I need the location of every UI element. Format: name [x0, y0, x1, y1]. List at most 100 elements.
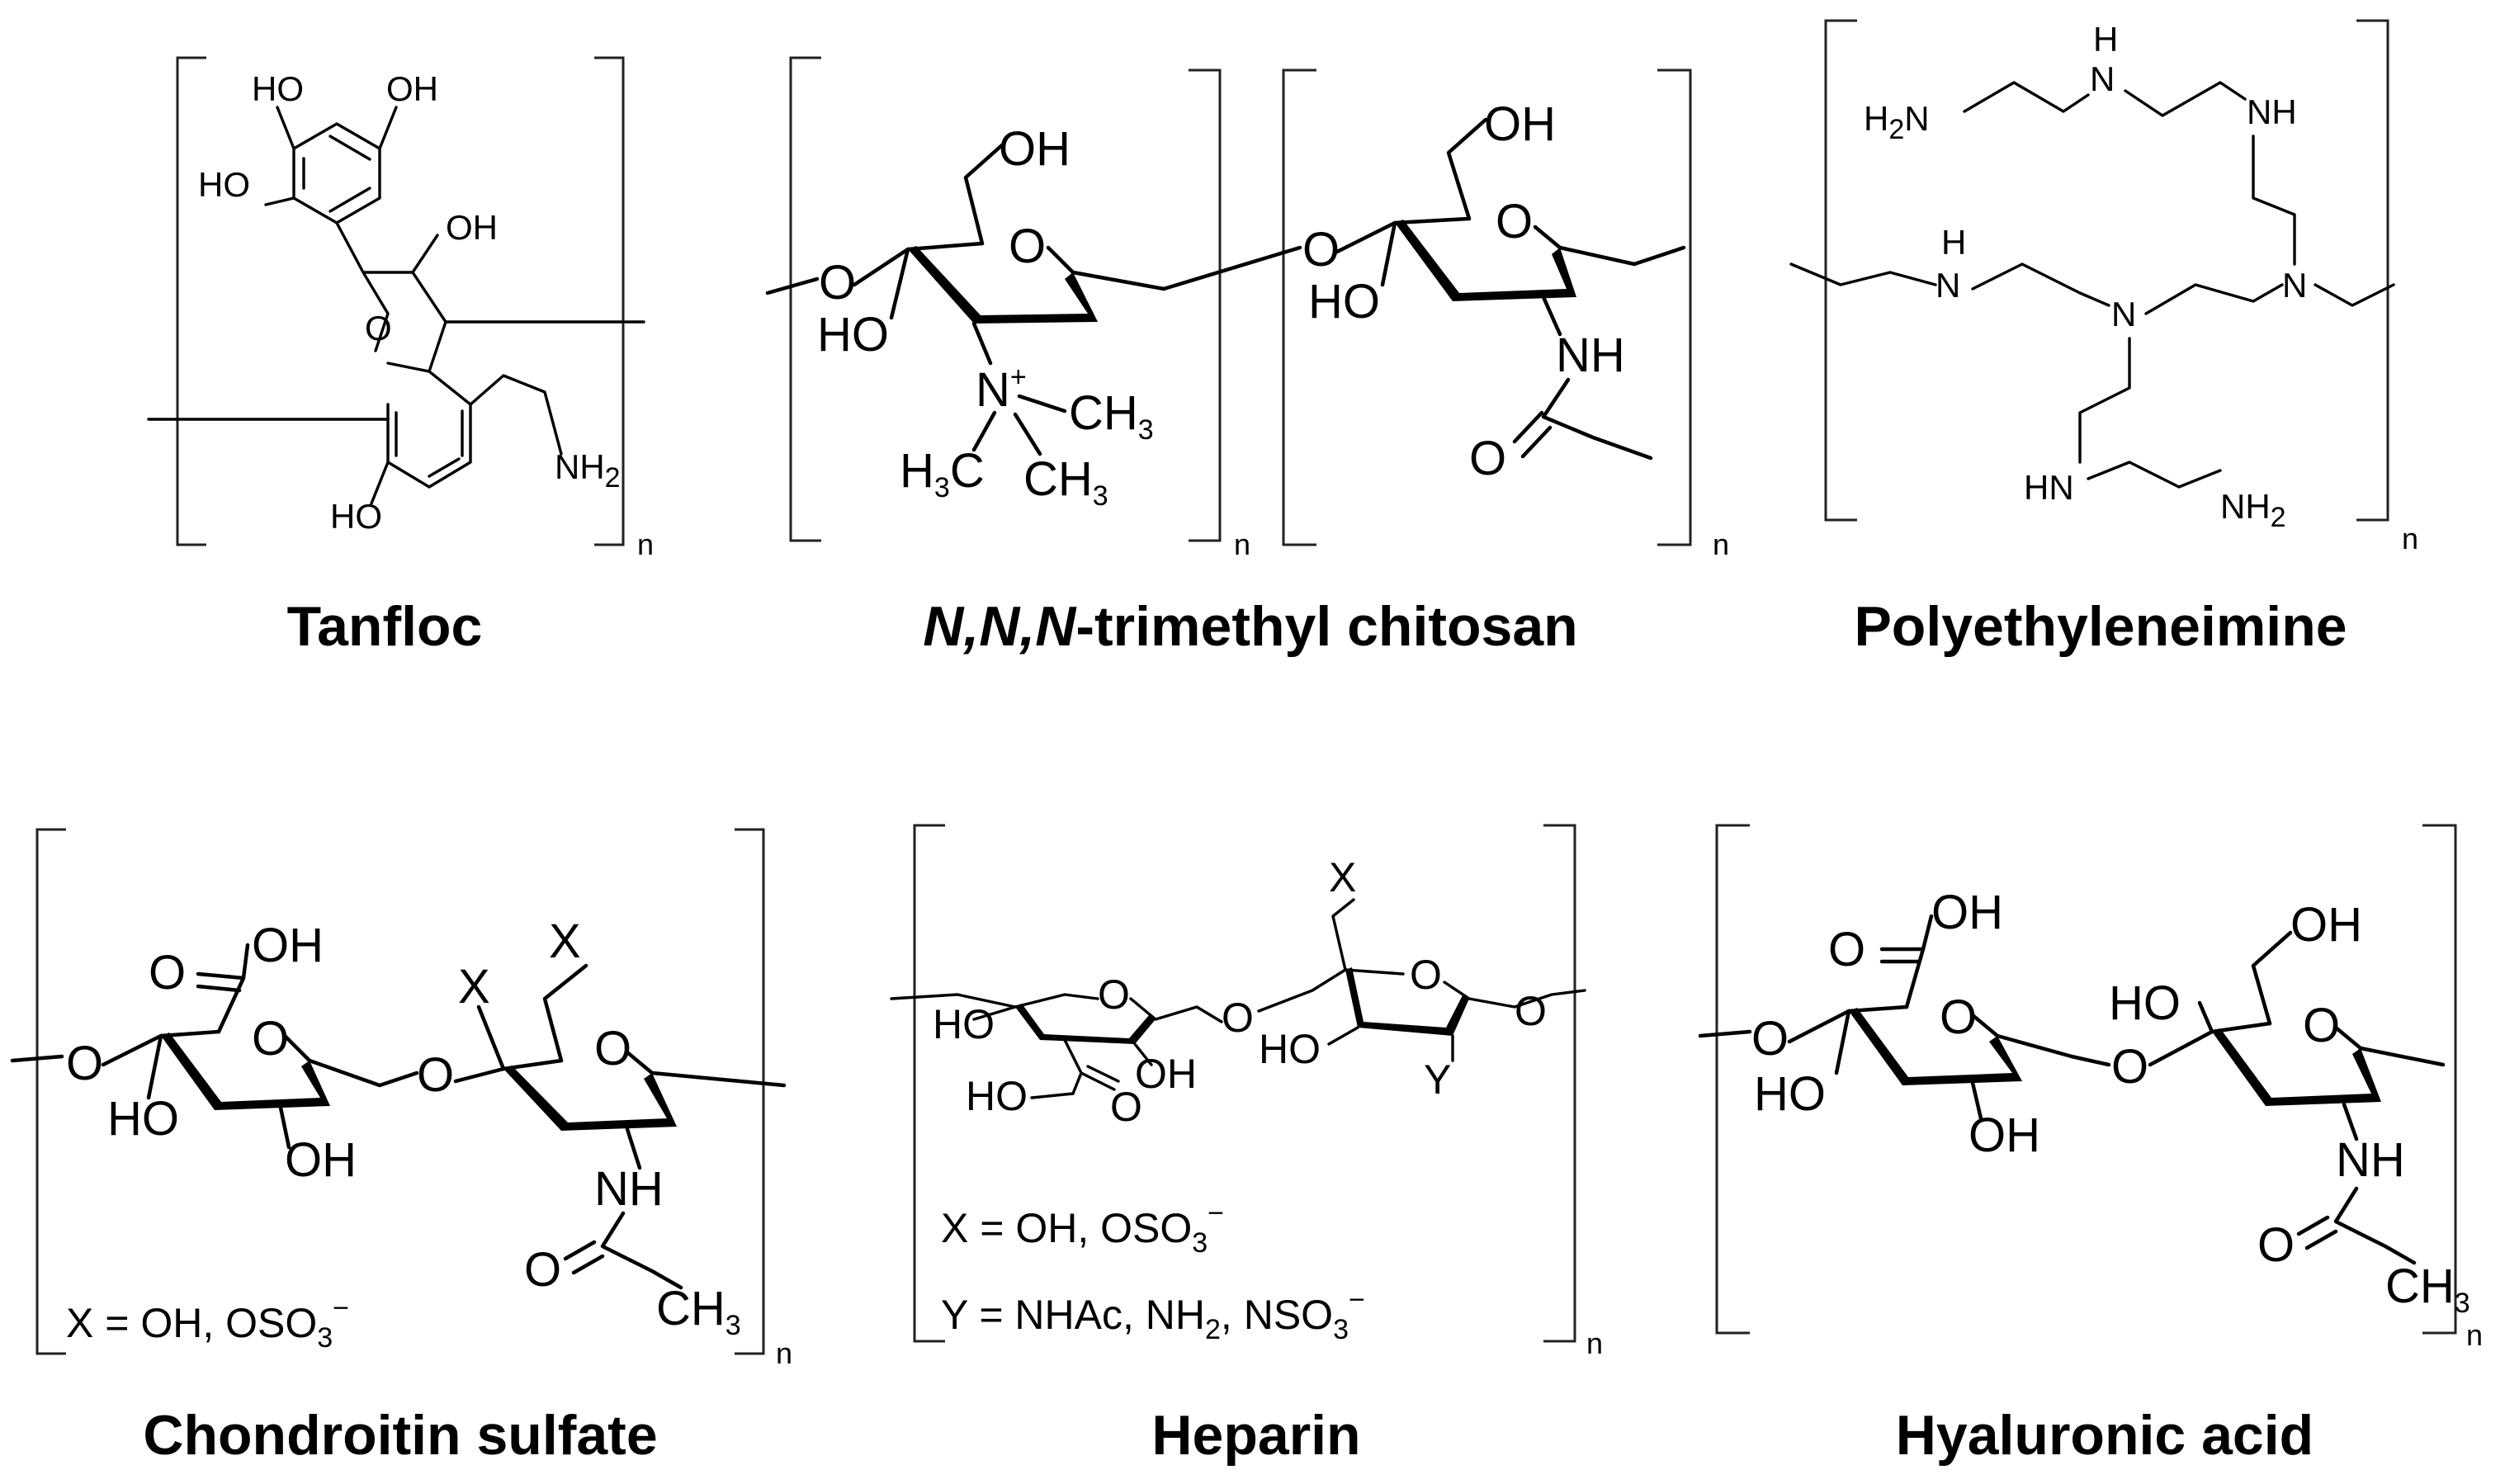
pei-nh2: NH2	[2220, 487, 2286, 533]
tmc-bracket-right-b	[1657, 69, 1692, 546]
heparin-x: X	[1329, 854, 1356, 900]
tmc-ho-2: HO	[1308, 275, 1380, 328]
ha-o-acid: O	[1828, 923, 1865, 976]
tanfloc-ring-a	[386, 362, 472, 489]
tmc-structure: n n O OH O HO N+ CH3 H3C CH3 O	[765, 56, 1729, 658]
ha-oh-top: OH	[2290, 898, 2362, 952]
heparin-ring2-wedge	[1345, 967, 1469, 1036]
ha-caption: Hyaluronic acid	[1896, 1404, 2314, 1467]
tanfloc-oh-ring: OH	[446, 208, 498, 247]
cs-ring-o-1: O	[252, 1012, 289, 1066]
tmc-ho-1: HO	[817, 308, 889, 362]
tanfloc-caption: Tanfloc	[287, 595, 483, 658]
tmc-caption: N,N,N-trimethyl chitosan	[923, 595, 1577, 658]
heparin-caption: Heparin	[1151, 1404, 1360, 1467]
ha-structure: n O OH O O HO OH O HO OH O NH O CH3 Hyal…	[1698, 824, 2483, 1467]
heparin-bracket-right	[1543, 824, 1576, 1343]
pei-n-center: N	[2111, 295, 2136, 333]
cs-note: X = OH, OSO3−	[66, 1293, 349, 1354]
tmc-ch3-b: CH3	[1023, 452, 1108, 512]
heparin-ho-2: HO	[1259, 1026, 1321, 1072]
cs-oh-acid: OH	[252, 919, 324, 972]
pei-n-right: N	[2282, 266, 2307, 305]
tanfloc-repeat-n: n	[637, 527, 654, 561]
tmc-repeat-n-b: n	[1713, 527, 1729, 561]
tanfloc-oh-top-left: HO	[252, 69, 304, 108]
ha-o-left: O	[1751, 1012, 1789, 1066]
heparin-ho-acid: HO	[966, 1073, 1028, 1119]
pei-repeat-n: n	[2402, 522, 2418, 555]
tanfloc-bracket-right	[594, 56, 625, 546]
cs-x2: X	[549, 915, 581, 968]
pei-n-top: N	[2090, 59, 2115, 98]
cs-oh-low: OH	[285, 1133, 357, 1187]
ha-o-link: O	[2111, 1040, 2148, 1094]
pei-bracket-right	[2356, 19, 2389, 522]
pei-nh-right: NH	[2247, 92, 2297, 131]
tmc-bracket-left-b	[1282, 69, 1316, 546]
tanfloc-ring-o: O	[365, 309, 392, 347]
heparin-o-link: O	[1222, 995, 1254, 1041]
ha-ring-o-1: O	[1940, 990, 1977, 1044]
heparin-o-right: O	[1515, 988, 1547, 1034]
tmc-ring-o-1: O	[1009, 220, 1046, 273]
cs-nh: NH	[594, 1162, 664, 1216]
heparin-repeat-n: n	[1586, 1326, 1603, 1360]
cs-o-link: O	[417, 1048, 454, 1102]
tanfloc-oh-top-right: OH	[386, 69, 438, 108]
ha-ho-1: HO	[1754, 1067, 1826, 1121]
pei-structure: n H2N N H NH N H N N HN NH2 Polyethylene…	[1789, 19, 2418, 658]
tanfloc-nh2: NH2	[555, 447, 621, 494]
cs-o-acid: O	[149, 946, 186, 1000]
pei-hn: HN	[2024, 468, 2074, 507]
cs-ch3: CH3	[656, 1282, 741, 1341]
cs-bracket-right	[735, 828, 765, 1355]
tmc-repeat-n-a: n	[1234, 527, 1250, 561]
pei-bracket-left	[1824, 19, 1857, 522]
ha-bracket-right	[2422, 824, 2457, 1335]
cs-o-carbonyl: O	[524, 1243, 561, 1297]
heparin-ring-o-2: O	[1410, 952, 1442, 998]
tanfloc-bracket-left	[176, 56, 206, 546]
cs-bracket-left	[35, 828, 66, 1355]
cs-ho: HO	[107, 1092, 179, 1146]
ha-oh-low: OH	[1969, 1108, 2040, 1162]
tmc-oh-1: OH	[999, 122, 1071, 176]
heparin-note-x: X = OH, OSO3−	[941, 1198, 1224, 1259]
cs-o-left: O	[66, 1037, 103, 1090]
heparin-bracket-left	[913, 824, 945, 1343]
tmc-bracket-right-a	[1189, 69, 1222, 542]
tmc-o-link-1: O	[819, 256, 856, 310]
tanfloc-ho-mid: HO	[198, 165, 250, 204]
ha-o-carbonyl: O	[2257, 1218, 2295, 1272]
tmc-ch3-a: CH3	[1069, 386, 1154, 446]
ha-repeat-n: n	[2466, 1318, 2483, 1352]
tmc-ring-o-2: O	[1496, 195, 1533, 248]
heparin-note-y: Y = NHAc, NH2, NSO3−	[941, 1284, 1365, 1345]
heparin-o-acid: O	[1110, 1084, 1142, 1130]
heparin-ring-o-1: O	[1098, 971, 1130, 1018]
tmc-ring1-wedge	[908, 246, 1098, 324]
tmc-o-carbonyl: O	[1469, 432, 1506, 485]
tmc-nh: NH	[1556, 328, 1625, 382]
cs-caption: Chondroitin sulfate	[143, 1404, 657, 1467]
tmc-o-link-2: O	[1302, 223, 1340, 276]
cs-ring-o-2: O	[594, 1022, 631, 1075]
ha-ch3: CH3	[2385, 1260, 2470, 1319]
tmc-bracket-left-a	[789, 56, 821, 542]
heparin-oh-1: OH	[1135, 1051, 1197, 1097]
cs-x1: X	[458, 960, 490, 1014]
tanfloc-structure: n HO OH HO OH O NH2 HO Tanfloc	[147, 56, 654, 658]
ha-nh: NH	[2336, 1133, 2405, 1187]
cs-ring2-wedge	[503, 1066, 677, 1131]
ha-ring-o-2: O	[2303, 999, 2340, 1052]
ha-bracket-left	[1715, 824, 1750, 1335]
heparin-ho-1: HO	[933, 1001, 995, 1047]
ha-ring1-wedge	[1849, 1008, 2022, 1085]
pei-n-left-h: H	[1941, 223, 1966, 262]
pei-h-top: H	[2093, 20, 2118, 59]
heparin-structure: n O O HO OH HO O X O O HO Y X = OH, OSO3…	[890, 824, 1603, 1467]
pei-n-left: N	[1935, 266, 1960, 305]
